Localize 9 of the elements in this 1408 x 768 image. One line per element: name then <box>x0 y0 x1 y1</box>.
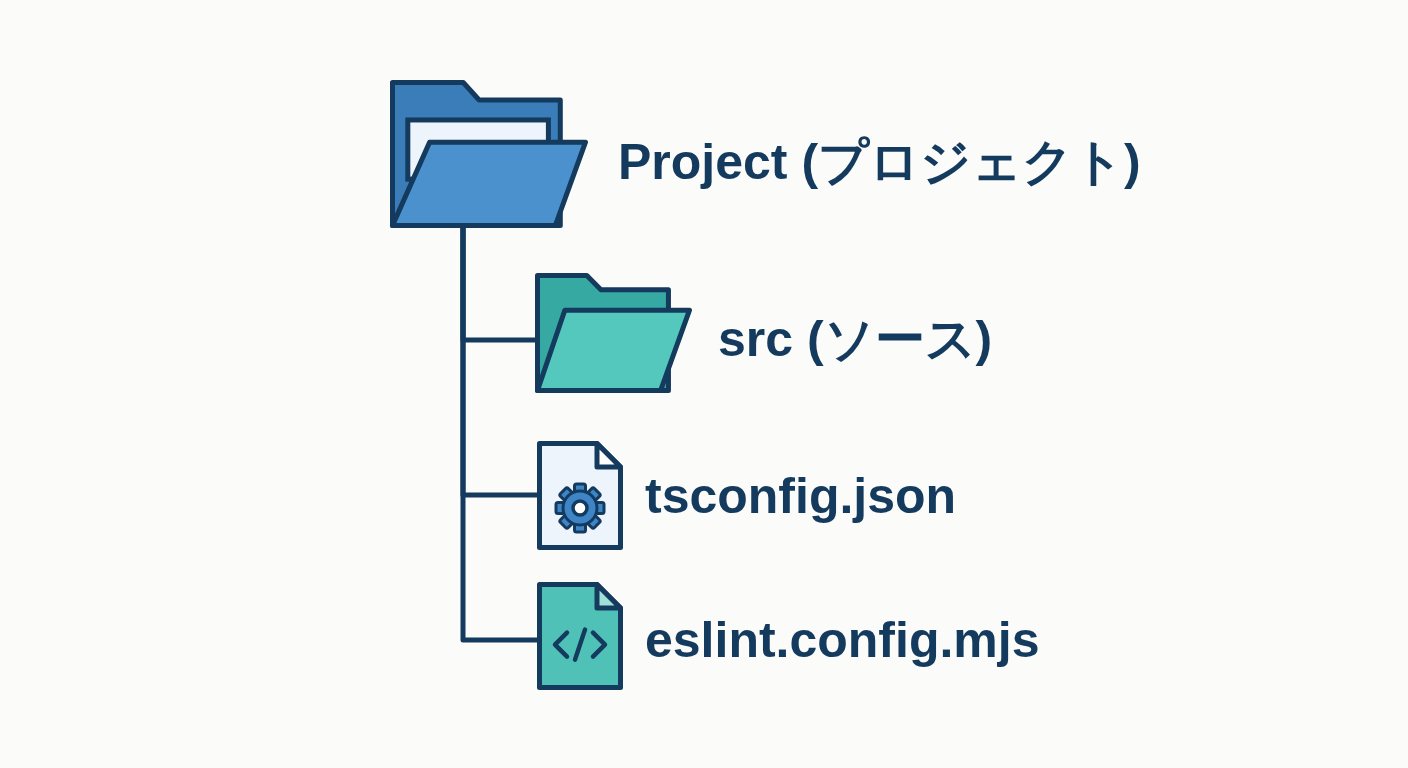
folder-icon <box>535 273 692 393</box>
tree-connector <box>460 228 537 643</box>
file-code-icon <box>537 582 623 690</box>
file-name: eslint.config.mjs <box>645 612 1040 670</box>
open-folder-icon <box>390 80 588 228</box>
folder-name: Project (プロジェクト) <box>618 134 1141 192</box>
file-name: tsconfig.json <box>645 468 957 526</box>
folder-name: src (ソース) <box>718 311 993 369</box>
file-gear-icon <box>537 441 623 550</box>
